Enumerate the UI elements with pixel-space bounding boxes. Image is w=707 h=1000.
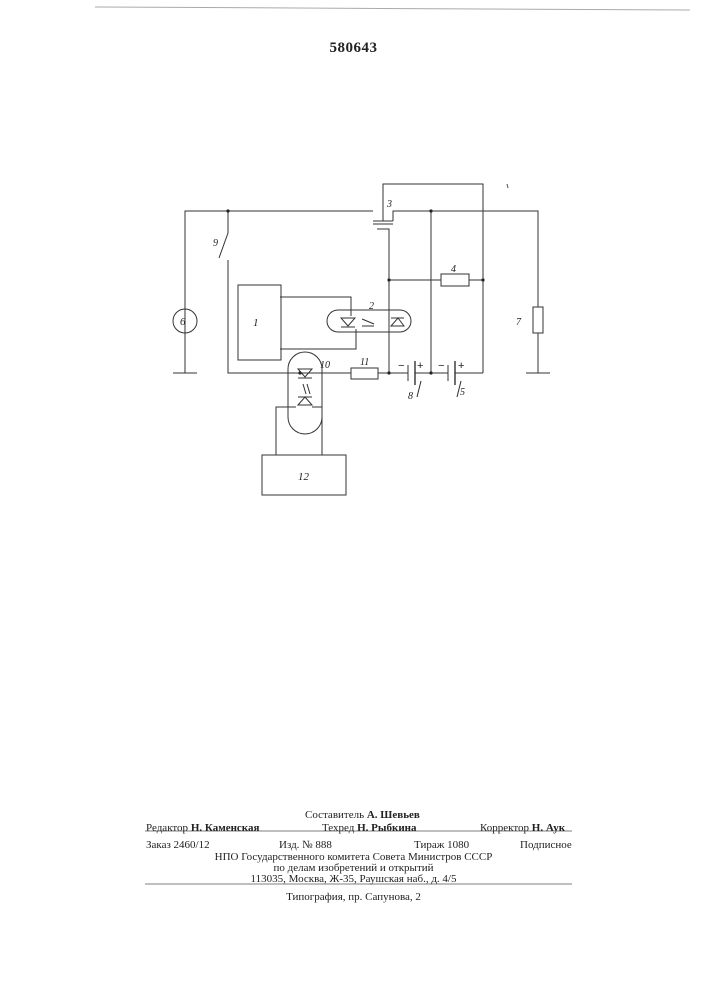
compiler-line: Составитель А. Шевьев — [305, 809, 420, 821]
subscription: Подписное — [520, 839, 572, 851]
label-10: 10 — [320, 360, 330, 371]
publisher-address: 113035, Москва, Ж-35, Раушская наб., д. … — [0, 873, 707, 885]
label-4: 4 — [451, 264, 456, 275]
editor-name: Н. Каменская — [191, 822, 260, 834]
label-7: 7 — [516, 317, 522, 328]
editor-line: Редактор Н. Каменская — [146, 822, 259, 834]
techred-role: Техред — [322, 822, 354, 834]
compiler-name: А. Шевьев — [367, 809, 420, 821]
compiler-role: Составитель — [305, 809, 364, 821]
junctions — [226, 209, 484, 374]
circulation: Тираж 1080 — [414, 839, 469, 851]
techred-line: Техред Н. Рыбкина — [322, 822, 417, 834]
label-9: 9 — [213, 238, 218, 249]
corrector-role: Корректор — [480, 822, 529, 834]
label-12: 12 — [298, 471, 310, 483]
editor-role: Редактор — [146, 822, 188, 834]
corrector-name: Н. Аук — [532, 822, 565, 834]
battery-5-minus: − — [438, 360, 444, 372]
label-3: 3 — [386, 199, 392, 210]
label-11: 11 — [360, 357, 369, 368]
optocoupler-2 — [327, 310, 411, 332]
battery-8-minus: − — [398, 360, 404, 372]
battery-5-plus: + — [458, 360, 464, 372]
label-5: 5 — [460, 387, 465, 398]
block-1 — [238, 285, 281, 360]
label-1: 1 — [253, 317, 259, 329]
edition-number: Изд. № 888 — [279, 839, 332, 851]
resistor-11 — [351, 368, 378, 379]
label-8: 8 — [408, 391, 413, 402]
corrector-line: Корректор Н. Аук — [480, 822, 565, 834]
techred-name: Н. Рыбкина — [357, 822, 416, 834]
battery-8-plus: + — [417, 360, 423, 372]
resistor-7 — [533, 307, 543, 333]
resistor-4 — [441, 274, 469, 286]
optocoupler-10 — [288, 352, 322, 434]
printer-line: Типография, пр. Сапунова, 2 — [0, 891, 707, 903]
label-2: 2 — [369, 301, 374, 312]
wires — [95, 7, 690, 455]
label-6: 6 — [180, 316, 186, 328]
order-number: Заказ 2460/12 — [146, 839, 210, 851]
